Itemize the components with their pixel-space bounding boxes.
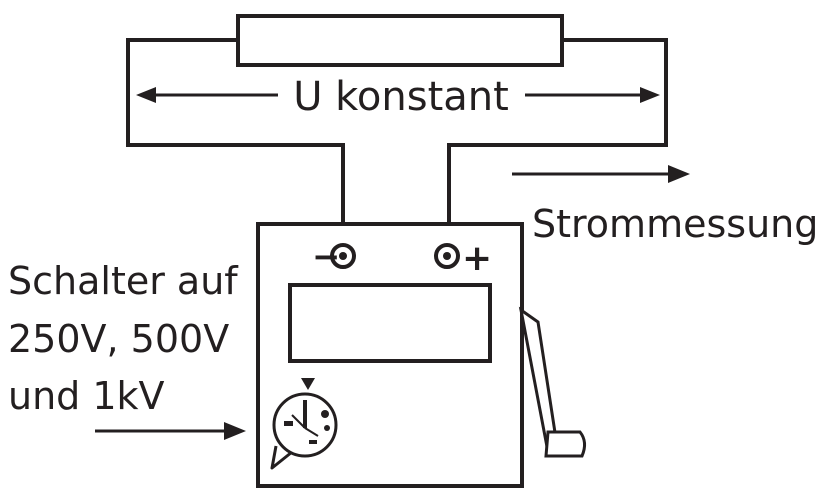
voltage-label: U konstant: [293, 74, 509, 120]
current-label: Strommessung: [532, 202, 818, 246]
plus-sign: +: [462, 238, 492, 279]
terminal-minus: [330, 243, 356, 269]
switch-label-line-3: und 1kV: [8, 374, 165, 418]
switch-label: Schalter auf 250V, 500V und 1kV: [8, 259, 239, 418]
minus-sign: −: [312, 237, 341, 277]
rotary-switch-icon: [270, 392, 338, 470]
switch-pointer-icon: [301, 378, 315, 390]
switch-label-line-1: Schalter auf: [8, 259, 239, 303]
switch-arrow: [95, 422, 246, 440]
wire-left: [126, 38, 345, 245]
meter-display: [288, 283, 492, 363]
terminal-plus: [434, 243, 460, 269]
crank-handle-icon: [518, 306, 587, 458]
switch-label-line-2: 250V, 500V: [8, 317, 229, 361]
voltage-arrow: [136, 87, 660, 103]
current-arrow: [512, 165, 690, 183]
resistor: [236, 14, 564, 67]
wire-right: [447, 38, 668, 245]
